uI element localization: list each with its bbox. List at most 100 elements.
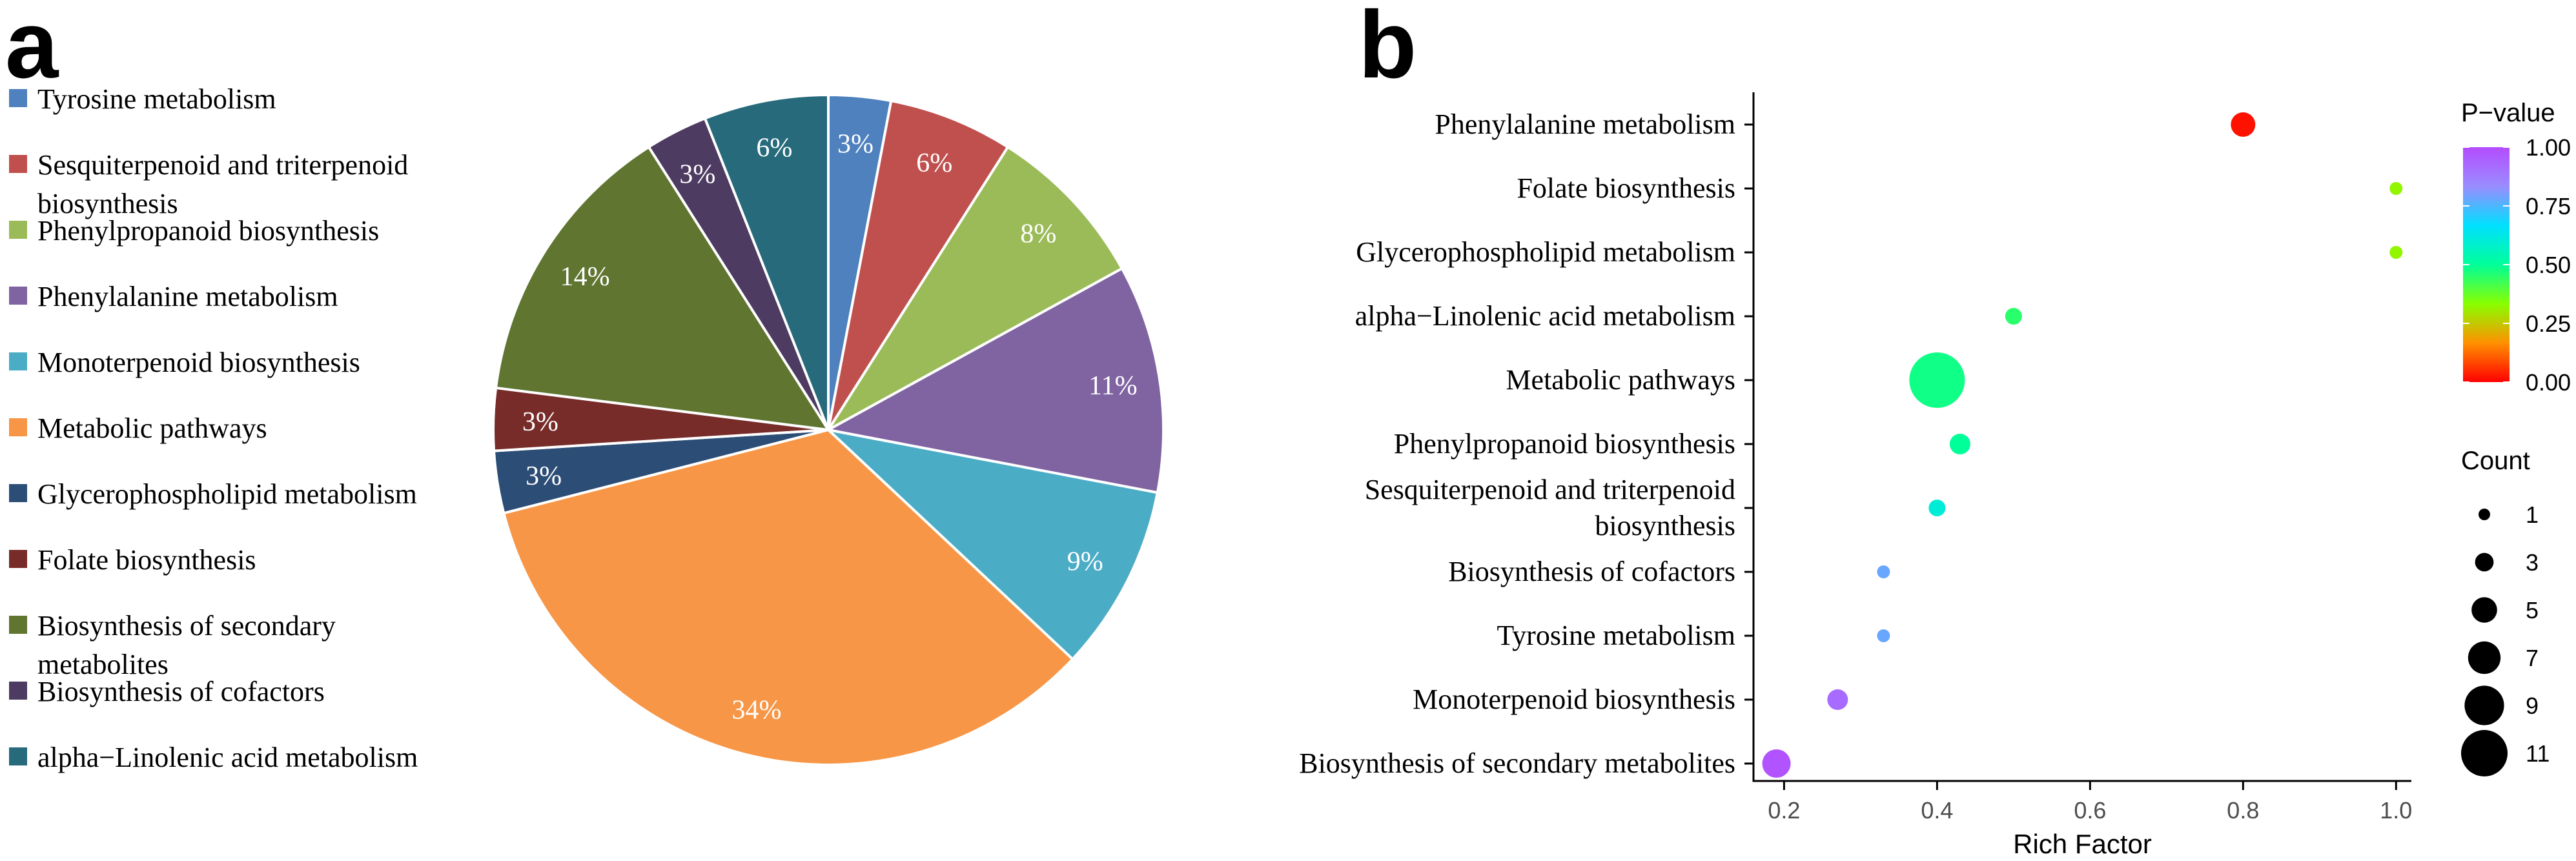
pie-legend-item: Tyrosine metabolism (9, 83, 276, 115)
size-legend-label: 3 (2526, 549, 2539, 576)
legend-swatch (9, 155, 27, 173)
pie-legend-item: alpha−Linolenic acid metabolism (9, 742, 418, 773)
legend-label: Glycerophospholipid metabolism (37, 478, 417, 510)
size-legend-label: 1 (2526, 501, 2539, 528)
pie-slice (494, 145, 831, 432)
legend-label: Monoterpenoid biosynthesis (37, 347, 360, 378)
y-tick-label: biosynthesis (1595, 510, 1735, 542)
pie-slice (502, 428, 1075, 766)
legend-swatch (9, 352, 27, 370)
y-tick-label: Tyrosine metabolism (1497, 620, 1735, 651)
x-tick-label: 1.0 (2380, 797, 2412, 824)
pie-legend-item: Glycerophospholipid metabolism (9, 478, 417, 510)
y-tick-label: Sesquiterpenoid and triterpenoid (1365, 474, 1735, 505)
legend-swatch (9, 484, 27, 502)
panel-label-b: b (1358, 0, 1417, 98)
pie-slice-label: 8% (1020, 219, 1056, 248)
pie-legend-item: Phenylalanine metabolism (9, 281, 338, 312)
legend-label: Metabolic pathways (37, 412, 267, 444)
y-tick-label: Metabolic pathways (1506, 364, 1735, 396)
pie-slice (824, 267, 1165, 494)
size-legend-dot (2461, 730, 2508, 776)
bubble-point (1827, 689, 1848, 710)
color-bar-label: 0.00 (2526, 369, 2571, 396)
size-legend-label: 9 (2526, 693, 2539, 719)
legend-swatch (9, 550, 27, 568)
pie-slice-label: 14% (560, 262, 610, 292)
bubble-point (2231, 112, 2256, 137)
legend-label: Biosynthesis of cofactors (37, 676, 325, 707)
legend-label: Folate biosynthesis (37, 544, 256, 576)
bubble-point (2389, 182, 2403, 195)
size-legend-dot (2468, 641, 2501, 674)
bubble-point (1877, 565, 1890, 578)
pie-legend-item: Monoterpenoid biosynthesis (9, 347, 360, 378)
pie-slice-label: 3% (679, 159, 715, 189)
pie-legend-item: Folate biosynthesis (9, 544, 256, 576)
legend-swatch (9, 89, 27, 107)
x-tick-label: 0.4 (1921, 797, 1953, 824)
legend-label: biosynthesis (37, 188, 178, 219)
x-tick-label: 0.2 (1768, 797, 1800, 824)
legend-swatch (9, 221, 27, 239)
x-axis-title: Rich Factor (2013, 829, 2152, 859)
size-legend-dot (2464, 685, 2504, 725)
y-tick-label: Phenylalanine metabolism (1435, 108, 1735, 140)
size-legend-dot (2471, 597, 2497, 623)
legend-label: Sesquiterpenoid and triterpenoid (37, 149, 408, 181)
pie-legend-item: Biosynthesis of secondary metabolites (9, 610, 336, 680)
y-tick-label: Folate biosynthesis (1517, 172, 1735, 204)
pie-slice (827, 145, 1124, 431)
color-bar-label: 0.75 (2526, 193, 2571, 219)
pie-slice (827, 99, 1010, 431)
legend-label: Biosynthesis of secondary (37, 610, 336, 642)
bubble-point (1762, 749, 1791, 778)
legend-swatch (9, 616, 27, 634)
bubble-point (1877, 629, 1890, 642)
y-tick-label: Biosynthesis of secondary metabolites (1299, 747, 1735, 779)
pie-slice-label: 3% (522, 407, 558, 437)
pie-slice-label: 3% (526, 461, 562, 491)
pie-slice-label: 9% (1067, 547, 1103, 577)
legend-label: Tyrosine metabolism (37, 83, 276, 115)
pie-chart: 3%6%8%11%9%34%3%3%14%3%6% (492, 93, 1165, 766)
y-tick-label: Glycerophospholipid metabolism (1356, 236, 1735, 268)
bubble-point (2005, 308, 2022, 325)
bubble-point (2389, 246, 2403, 259)
pie-slice (703, 93, 830, 430)
y-tick-label: Phenylpropanoid biosynthesis (1394, 428, 1735, 460)
y-tick-label: alpha−Linolenic acid metabolism (1355, 300, 1735, 332)
pie-slice-label: 6% (756, 134, 792, 163)
pie-legend-item: Phenylpropanoid biosynthesis (9, 215, 379, 247)
x-tick-label: 0.8 (2227, 797, 2259, 824)
x-tick-label: 0.6 (2074, 797, 2106, 824)
color-bar-label: 0.25 (2526, 310, 2571, 337)
legend-swatch (9, 287, 27, 305)
color-legend-title: P−value (2461, 99, 2555, 127)
legend-label: Phenylpropanoid biosynthesis (37, 215, 379, 247)
legend-label: alpha−Linolenic acid metabolism (37, 742, 418, 773)
pie-slice (824, 427, 1160, 662)
legend-label: metabolites (37, 649, 169, 680)
size-legend-dot (2475, 552, 2494, 572)
pie-slice-label: 3% (837, 130, 874, 159)
bubble-point (1909, 352, 1965, 408)
legend-swatch (9, 747, 27, 765)
legend-swatch (9, 418, 27, 436)
panel-label-a: a (5, 0, 59, 98)
size-legend-label: 11 (2526, 740, 2550, 767)
pie-legend-item: Sesquiterpenoid and triterpenoid biosynth… (9, 149, 408, 219)
color-bar-label: 1.00 (2526, 134, 2571, 161)
color-bar-label: 0.50 (2526, 252, 2571, 278)
size-legend-label: 5 (2526, 597, 2539, 623)
size-legend-label: 7 (2526, 645, 2539, 671)
bubble-point (1928, 500, 1946, 516)
legend-swatch (9, 682, 27, 700)
y-tick-label: Monoterpenoid biosynthesis (1413, 684, 1735, 715)
pie-slice-label: 11% (1089, 371, 1137, 401)
size-legend-title: Count (2461, 447, 2530, 475)
